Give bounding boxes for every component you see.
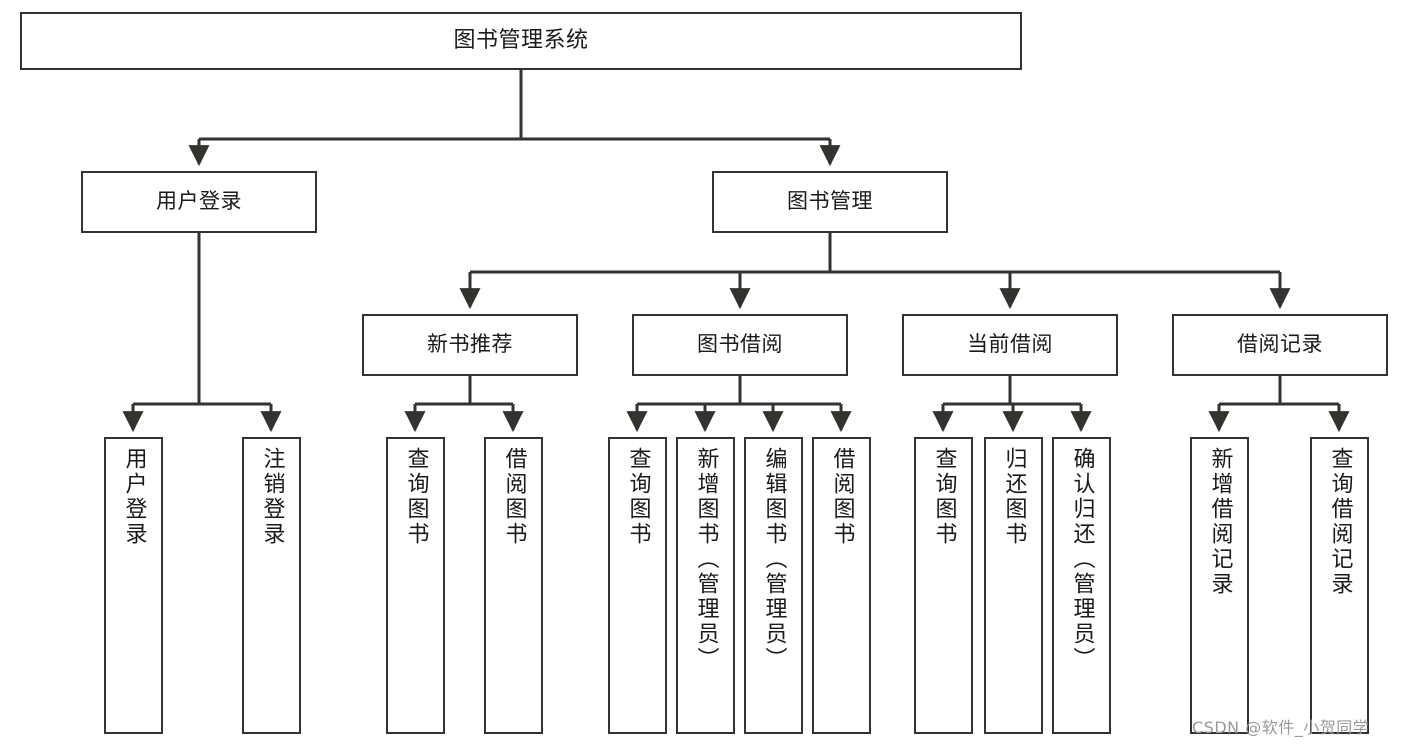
node-current-borrow[interactable]: 当前借阅 — [902, 314, 1118, 376]
node-borrow-record-label: 借阅记录 — [1237, 332, 1323, 357]
leaf-borrow-book-label: 借阅图书 — [829, 447, 855, 547]
leaf-borrow-book-newbook-label: 借阅图书 — [501, 447, 527, 547]
leaf-add-borrow-record[interactable]: 新增借阅记录 — [1190, 437, 1249, 734]
node-root[interactable]: 图书管理系统 — [20, 12, 1022, 70]
leaf-borrow-book[interactable]: 借阅图书 — [812, 437, 871, 734]
leaf-add-book-admin-label: 新增图书（管理员） — [693, 447, 719, 672]
leaf-edit-book-admin[interactable]: 编辑图书（管理员） — [744, 437, 803, 734]
leaf-query-book-current[interactable]: 查询图书 — [914, 437, 973, 734]
leaf-query-book-borrow-label: 查询图书 — [625, 447, 651, 547]
leaf-query-borrow-record-label: 查询借阅记录 — [1327, 447, 1353, 597]
node-book-borrow[interactable]: 图书借阅 — [632, 314, 848, 376]
node-book-management-label: 图书管理 — [787, 189, 873, 214]
leaf-borrow-book-newbook[interactable]: 借阅图书 — [484, 437, 543, 734]
node-root-label: 图书管理系统 — [453, 27, 589, 53]
node-borrow-record[interactable]: 借阅记录 — [1172, 314, 1388, 376]
node-user-login[interactable]: 用户登录 — [81, 171, 317, 233]
leaf-user-login-label: 用户登录 — [121, 447, 147, 547]
node-current-borrow-label: 当前借阅 — [967, 332, 1053, 357]
leaf-logout-label: 注销登录 — [259, 447, 285, 547]
node-book-borrow-label: 图书借阅 — [697, 332, 783, 357]
leaf-query-book-newbook-label: 查询图书 — [403, 447, 429, 547]
leaf-query-borrow-record[interactable]: 查询借阅记录 — [1310, 437, 1369, 734]
watermark: CSDN @软件_小贺同学 — [1192, 718, 1370, 737]
leaf-confirm-return-admin-label: 确认归还（管理员） — [1069, 447, 1095, 672]
leaf-add-book-admin[interactable]: 新增图书（管理员） — [676, 437, 735, 734]
leaf-confirm-return-admin[interactable]: 确认归还（管理员） — [1052, 437, 1111, 734]
leaf-edit-book-admin-label: 编辑图书（管理员） — [761, 447, 787, 672]
node-user-login-label: 用户登录 — [156, 189, 242, 214]
node-new-book-recommend[interactable]: 新书推荐 — [362, 314, 578, 376]
leaf-return-book[interactable]: 归还图书 — [984, 437, 1043, 734]
leaf-add-borrow-record-label: 新增借阅记录 — [1207, 447, 1233, 597]
leaf-query-book-current-label: 查询图书 — [931, 447, 957, 547]
leaf-return-book-label: 归还图书 — [1001, 447, 1027, 547]
node-new-book-recommend-label: 新书推荐 — [427, 332, 513, 357]
leaf-user-login[interactable]: 用户登录 — [104, 437, 163, 734]
leaf-query-book-borrow[interactable]: 查询图书 — [608, 437, 667, 734]
leaf-query-book-newbook[interactable]: 查询图书 — [386, 437, 445, 734]
node-book-management[interactable]: 图书管理 — [712, 171, 948, 233]
leaf-logout[interactable]: 注销登录 — [242, 437, 301, 734]
